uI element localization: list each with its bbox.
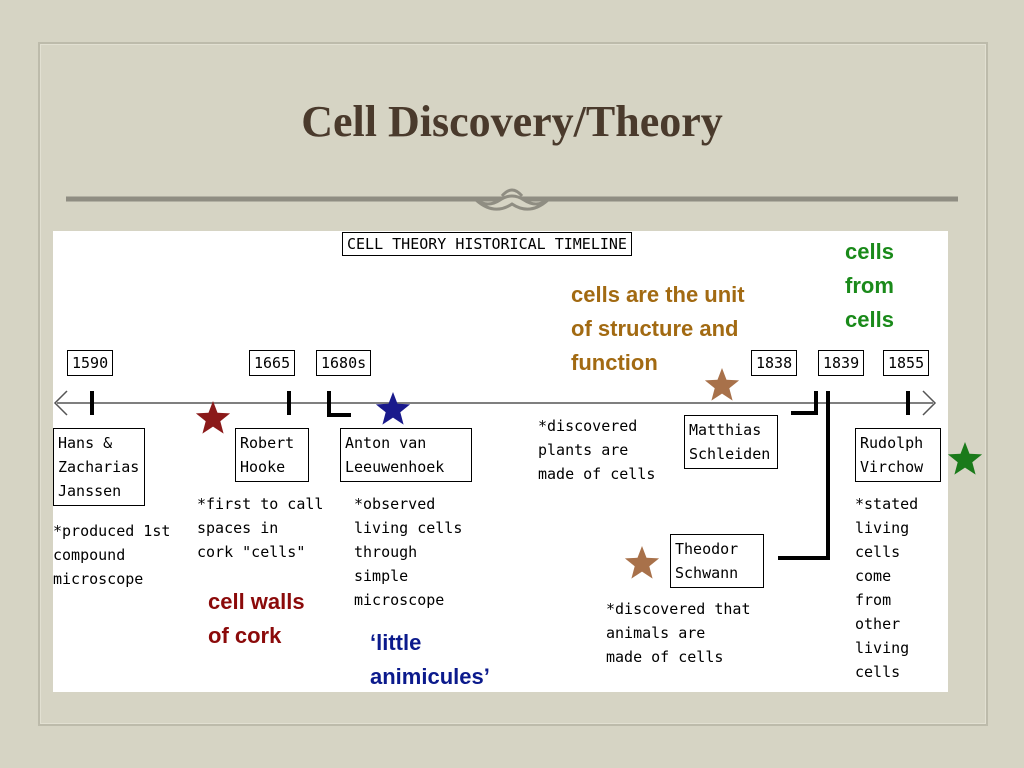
timeline-axis <box>53 390 937 560</box>
callout-cell-walls: cell walls of cork <box>208 589 305 648</box>
note-hooke: *first to call spaces in cork "cells" <box>197 495 324 561</box>
green-star-icon <box>947 442 983 475</box>
note-virchow: *stated living cells come from other liv… <box>855 495 919 681</box>
person-schleiden: Matthias Schleiden <box>684 415 778 469</box>
person-janssen: Hans & Zacharias Janssen <box>53 428 145 506</box>
brown-star-schwann-icon <box>624 546 660 579</box>
person-leeuwenhoek: Anton van Leeuwenhoek <box>340 428 472 482</box>
note-leeuwenhoek: *observed living cells through simple mi… <box>354 495 463 609</box>
red-star-icon <box>195 401 231 434</box>
callout-unit-of-structure: cells are the unit of structure and func… <box>571 282 745 375</box>
year-1839: 1839 <box>818 350 865 376</box>
year-1838: 1838 <box>751 350 798 376</box>
year-1590: 1590 <box>67 350 114 376</box>
person-virchow: Rudolph Virchow <box>855 428 941 482</box>
note-schleiden: *discovered plants are made of cells <box>538 417 656 483</box>
year-1680s: 1680s <box>316 350 372 376</box>
blue-star-icon <box>375 392 411 425</box>
person-schwann: Theodor Schwann <box>670 534 764 588</box>
timeline-header: CELL THEORY HISTORICAL TIMELINE <box>342 232 632 256</box>
timeline-panel: CELL THEORY HISTORICAL TIMELINE 1590 166… <box>53 231 948 692</box>
slide-title: Cell Discovery/Theory <box>301 97 723 146</box>
ornamental-divider <box>66 188 958 211</box>
year-1665: 1665 <box>249 350 296 376</box>
brown-star-schleiden-icon <box>704 368 740 401</box>
note-janssen: *produced 1st compound microscope <box>53 522 171 588</box>
note-schwann: *discovered that animals are made of cel… <box>606 600 751 666</box>
callout-cells-from-cells: cells from cells <box>845 239 894 332</box>
person-hooke: Robert Hooke <box>235 428 309 482</box>
year-1855: 1855 <box>883 350 930 376</box>
slide-frame <box>38 42 988 726</box>
callout-little-animicules: ‘little animicules’ <box>370 630 490 689</box>
